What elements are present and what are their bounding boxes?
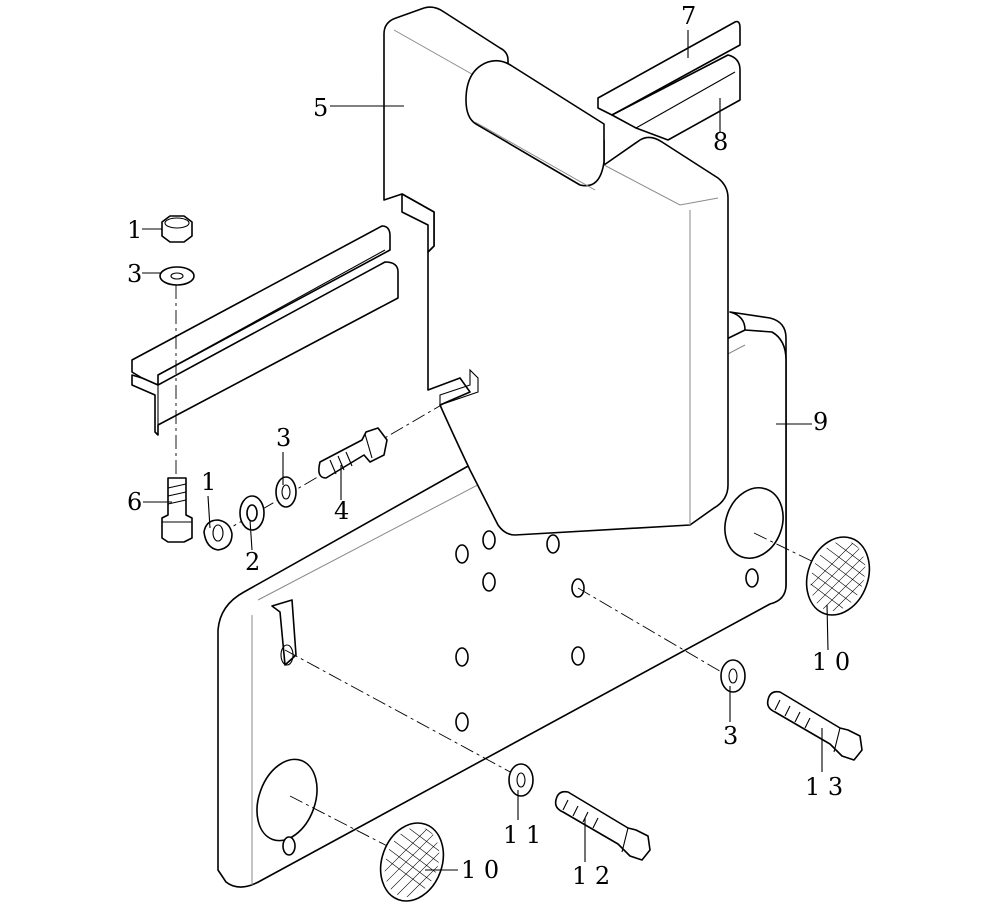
callout-10-reflector-right: 1 0 (812, 648, 850, 676)
callout-13-bolt: 1 3 (805, 773, 843, 801)
nut-lower (203, 519, 233, 551)
callout-3-washer-top: 3 (127, 260, 142, 288)
reflector-right (801, 533, 875, 619)
lock-washer-right (720, 659, 746, 693)
lock-washer-top (159, 266, 195, 286)
bolt-12 (554, 790, 651, 861)
lock-washer-mid (275, 476, 297, 508)
bolt-13 (766, 690, 863, 761)
vertical-bolt (161, 477, 193, 543)
callout-8-rail: 8 (713, 128, 728, 156)
leader-lines (142, 30, 829, 871)
callout-1-nut-lower: 1 (201, 468, 216, 496)
callout-6-bolt: 6 (127, 488, 142, 516)
lock-washer-bottom (508, 763, 534, 797)
callout-3-washer-mid: 3 (276, 424, 291, 452)
nut-top (161, 215, 193, 243)
flat-washer (239, 495, 265, 531)
callout-10-reflector-bottom: 1 0 (461, 856, 499, 884)
top-rails (597, 20, 741, 141)
callout-7-rail: 7 (681, 2, 696, 30)
callout-labels: 1 3 5 7 8 9 6 1 2 3 4 1 0 3 1 3 1 1 1 2 … (127, 2, 850, 890)
callout-1-nut: 1 (127, 216, 142, 244)
callout-5-weight: 5 (313, 94, 328, 122)
reflector-bottom (375, 819, 449, 905)
callout-12-bolt: 1 2 (572, 862, 610, 890)
left-rail (131, 225, 399, 436)
callout-4-bolt: 4 (334, 497, 349, 525)
bolt-4 (318, 427, 388, 479)
callout-11-washer-bottom: 1 1 (503, 821, 541, 849)
weight-block (383, 6, 729, 536)
callout-2-washer: 2 (245, 548, 260, 576)
callout-9-plate: 9 (813, 408, 828, 436)
callout-3-washer-right: 3 (723, 722, 738, 750)
